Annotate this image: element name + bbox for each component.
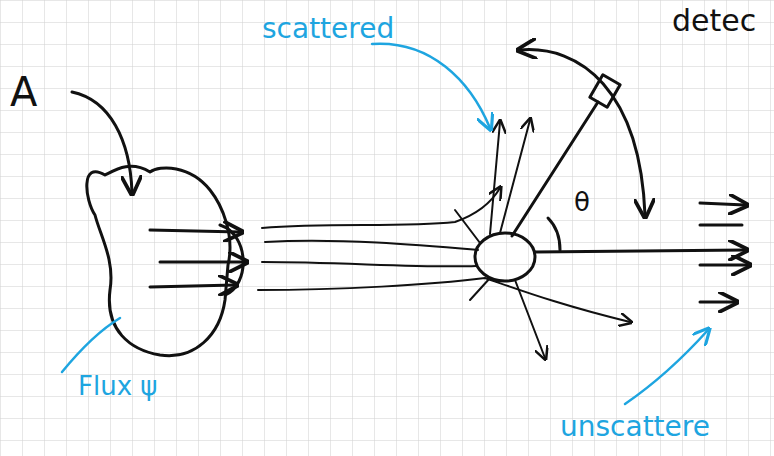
flux-arrow [160, 261, 245, 264]
scatterer [475, 233, 535, 281]
detector-label: detec [672, 4, 756, 37]
angle-label: θ [574, 188, 590, 217]
unscattered-arrow [700, 264, 748, 267]
unscattered-arrow [700, 203, 745, 205]
scattered-ray [490, 122, 500, 234]
scattered-ray [470, 278, 490, 300]
flux-label: Flux ψ [78, 372, 157, 401]
detector-line [512, 102, 598, 236]
unscattered-arrow [700, 301, 735, 304]
unscattered-arrow [700, 224, 742, 227]
scattered-ray [455, 210, 480, 243]
beam-axis [535, 250, 745, 252]
flux-bracket [220, 225, 243, 295]
area-label: A [10, 70, 37, 114]
leader-line [62, 318, 120, 372]
leader-line [372, 44, 490, 128]
flux-arrow [150, 230, 240, 232]
detector [590, 75, 620, 108]
leader-line [625, 330, 708, 404]
scattered-ray [515, 280, 545, 358]
scattered-ray [500, 120, 530, 233]
stream-line [258, 278, 630, 322]
scattered-label: scattered [262, 14, 394, 45]
flux-arrow [150, 285, 235, 287]
stream-line [265, 241, 478, 250]
stream-line [262, 262, 476, 266]
theta-arc [548, 218, 560, 250]
area-pointer [72, 92, 132, 192]
unscattered-label: unscattere [560, 412, 710, 443]
